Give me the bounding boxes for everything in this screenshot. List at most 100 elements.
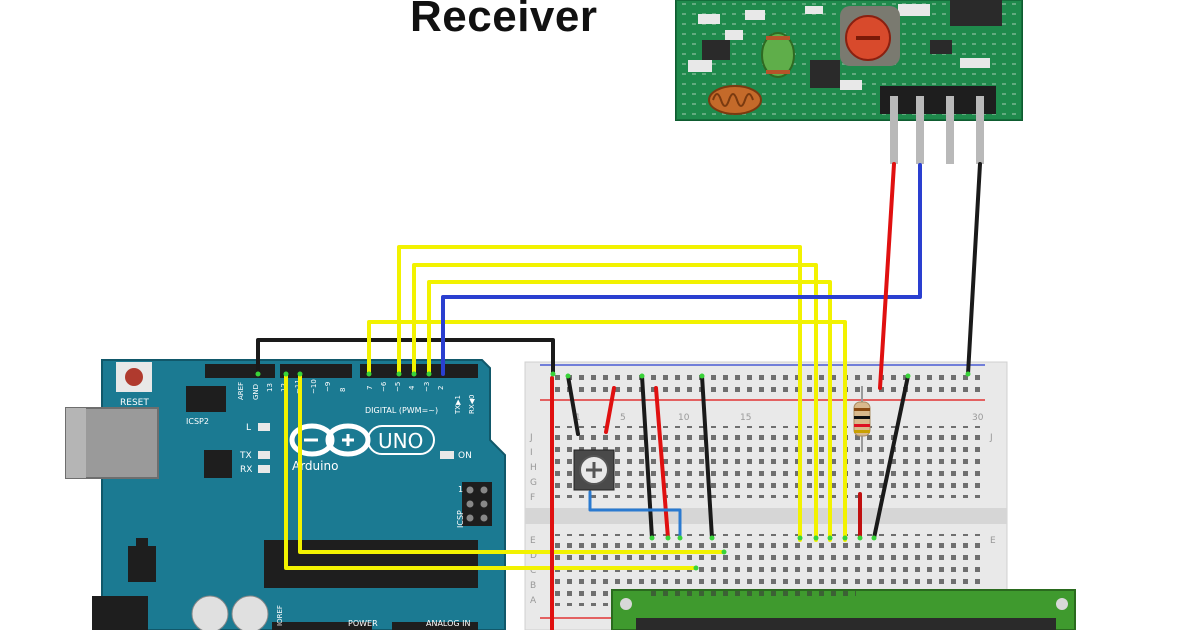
gnd-label: GND <box>252 384 260 400</box>
smd-resistor <box>840 80 862 90</box>
tx-led <box>258 451 270 459</box>
ic-chip <box>810 60 840 88</box>
pin8-label: 8 <box>339 388 347 392</box>
row-label-i: I <box>530 448 533 458</box>
row-label-g: G <box>530 478 537 488</box>
diagram-title: Receiver <box>410 0 598 41</box>
wire-red-lcd <box>654 386 670 540</box>
analog-label: ANALOG IN <box>426 619 471 628</box>
rx-label: RX <box>240 465 252 475</box>
aref-label: AREF <box>237 382 245 400</box>
icsp2-label: ICSP2 <box>186 417 209 426</box>
tx-pin-label: TX▶1 <box>454 395 462 415</box>
col-label-15: 15 <box>740 413 751 423</box>
row-label-j-right: J <box>989 433 993 443</box>
row-label-f: F <box>530 493 535 503</box>
power-header <box>272 622 372 630</box>
row-label-b: B <box>530 581 536 591</box>
rx-led <box>258 465 270 473</box>
digital-label: DIGITAL (PWM=~) <box>365 406 438 415</box>
l-label: L <box>246 423 251 433</box>
col-label-5: 5 <box>620 413 626 423</box>
smd-resistor <box>898 4 930 16</box>
col-label-10: 10 <box>678 413 690 423</box>
wire-yellow-pin12 <box>284 372 698 570</box>
atmega-chip <box>264 540 478 588</box>
digital-header-mid <box>280 364 352 378</box>
power-label: POWER <box>348 619 378 628</box>
col-label-1: 1 <box>575 413 581 423</box>
reset-label: RESET <box>120 398 149 408</box>
wire-black-short <box>566 374 580 436</box>
wire-gnd <box>256 338 555 376</box>
pin13-label: 13 <box>266 383 274 392</box>
uno-label: UNO <box>378 429 423 453</box>
smd-resistor <box>688 60 712 72</box>
row-label-h: H <box>530 463 537 473</box>
row-label-a: A <box>530 596 537 606</box>
smd-resistor <box>960 58 990 68</box>
wire-black-receiver-gnd <box>966 162 982 376</box>
icsp-label: ICSP <box>456 510 465 528</box>
pin5-label: ~5 <box>394 382 402 392</box>
wire-black-lcd2 <box>700 374 714 540</box>
potentiometer <box>573 449 615 491</box>
wire-yellow-pin3 <box>427 280 832 542</box>
analog-header <box>392 622 478 630</box>
power-jack <box>92 596 148 630</box>
rx-pin-label: RX◀0 <box>468 395 476 415</box>
digital-header-right <box>360 364 478 378</box>
pin7-label: 7 <box>366 386 374 390</box>
lcd-module <box>611 589 1076 630</box>
row-label-d: D <box>530 551 537 561</box>
resistor <box>853 386 871 452</box>
wire-red-short <box>604 386 616 434</box>
wire-red-vcc <box>878 162 896 390</box>
inductor-coil <box>761 32 795 78</box>
on-label: ON <box>458 451 472 461</box>
wire-yellow-pin5 <box>397 245 802 542</box>
row-label-e-right: E <box>990 536 996 546</box>
on-led <box>440 451 454 459</box>
tx-label: TX <box>239 451 252 461</box>
wire-black-backlight <box>872 374 910 540</box>
icsp2-header <box>186 386 226 412</box>
icsp-pin-label: 1 <box>458 485 463 494</box>
row-label-j: J <box>529 433 533 443</box>
breadboard: 1 5 10 15 30 J I H G F E D C B A J E <box>524 361 1008 630</box>
row-label-c: C <box>530 566 536 576</box>
smd-resistor <box>698 14 720 24</box>
smd-resistor <box>805 6 823 14</box>
arduino-uno-board: RESET ICSP2 AREF GND 13 12 ~11 ~10 ~9 8 … <box>65 359 506 630</box>
active-holes <box>255 371 971 571</box>
pin6-label: ~6 <box>380 381 388 392</box>
capacitor <box>231 595 269 630</box>
smd-resistor <box>745 10 765 20</box>
ic-chip <box>950 0 1002 26</box>
lcd-pins <box>646 590 856 600</box>
wire-yellow-pin11 <box>298 372 726 554</box>
lcd-screen <box>636 618 1056 630</box>
l-led <box>258 423 270 431</box>
pin2-label: 2 <box>437 386 445 390</box>
antenna-coil <box>708 85 762 115</box>
usb-chip <box>204 450 232 478</box>
voltage-regulator <box>128 546 156 582</box>
pin10-label: ~10 <box>310 379 318 394</box>
capacitor <box>191 595 229 630</box>
transistor <box>702 40 730 60</box>
rf-receiver-module <box>675 0 1023 164</box>
wire-yellow-pin7 <box>367 320 847 542</box>
smd-capacitor <box>930 40 952 54</box>
wire-blue-data <box>441 163 922 376</box>
uno-badge <box>367 425 435 455</box>
arduino-body <box>101 359 506 630</box>
pin3-label: ~3 <box>423 382 431 392</box>
wire-yellow-pin4 <box>412 263 818 542</box>
digital-header-left <box>205 364 275 378</box>
pin4-label: 4 <box>408 385 416 390</box>
wires <box>256 162 982 630</box>
smd-resistor <box>725 30 743 40</box>
wire-blue-contrast <box>588 490 682 540</box>
